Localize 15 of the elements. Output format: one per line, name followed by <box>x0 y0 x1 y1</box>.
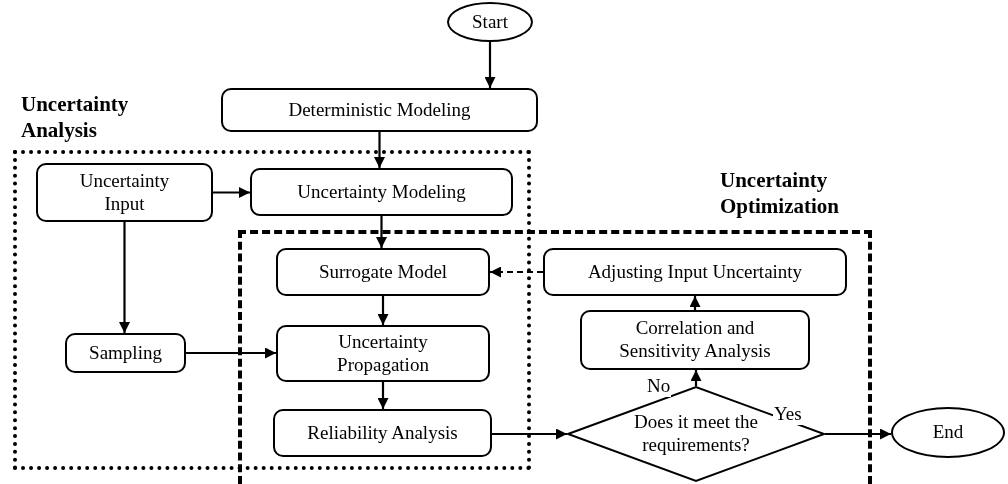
process-box: Uncertainty Modeling <box>250 168 513 216</box>
group-heading: Uncertainty Analysis <box>21 91 130 144</box>
process-box: Uncertainty Propagation <box>276 325 490 382</box>
process-box: Deterministic Modeling <box>221 88 538 132</box>
process-box: Uncertainty Input <box>36 163 213 222</box>
group-heading: Uncertainty Optimization <box>720 167 840 220</box>
process-box: Adjusting Input Uncertainty <box>543 248 847 296</box>
process-box: Surrogate Model <box>276 248 490 296</box>
terminal-ellipse: End <box>891 407 1005 458</box>
process-box: Reliability Analysis <box>273 409 492 457</box>
process-box: Sampling <box>65 333 186 373</box>
process-box: Correlation and Sensitivity Analysis <box>580 310 810 370</box>
terminal-ellipse: Start <box>447 2 533 42</box>
edge-label: No <box>646 376 672 397</box>
edge-label: Yes <box>773 404 803 425</box>
